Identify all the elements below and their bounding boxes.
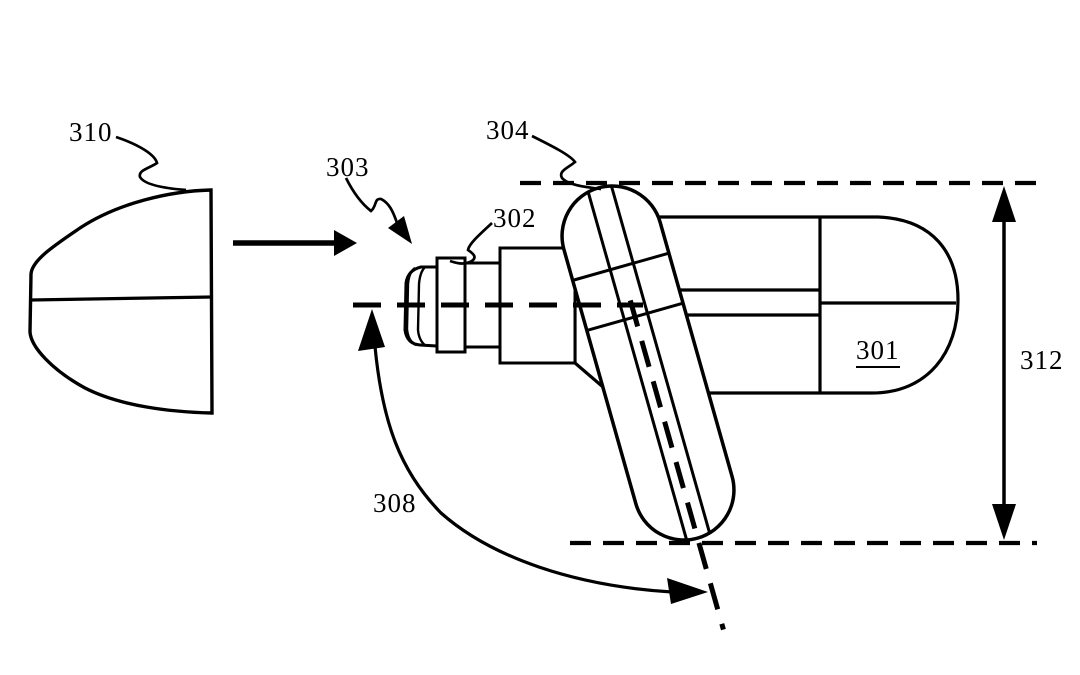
leader-lines	[115, 134, 602, 265]
ref-label-304: 304	[486, 115, 530, 145]
attachment-arrow-head	[334, 230, 357, 256]
leader-310	[115, 135, 187, 192]
ref-label-301: 301	[856, 337, 900, 368]
stem-seam-line-right	[610, 185, 711, 534]
leader-304	[531, 134, 602, 191]
leader-302	[449, 222, 493, 265]
angle-arc-curve	[372, 334, 673, 594]
ear-tip-mid-line	[30, 295, 213, 302]
stem-capsule-drawing	[560, 184, 736, 631]
height-dimension-arrowhead-bottom	[992, 504, 1016, 540]
ear-tip-drawing	[28, 188, 214, 415]
height-dimension-arrow	[992, 186, 1016, 540]
ref-label-310: 310	[69, 117, 113, 147]
height-dimension-arrowhead-top	[992, 186, 1016, 222]
ref-label-308: 308	[373, 488, 417, 518]
attachment-arrow	[233, 230, 357, 256]
ear-tip-outline	[28, 188, 214, 415]
leader-303	[344, 177, 399, 224]
angle-arc-arrowhead-right	[667, 578, 708, 604]
stem-seam-line-left	[586, 192, 688, 540]
ref-label-312: 312	[1020, 345, 1064, 375]
ref-label-302: 302	[493, 203, 537, 233]
leader-303-arrowhead	[388, 216, 412, 244]
stem-axis-dashed-line	[627, 299, 726, 631]
stem-cross-line-upper	[573, 251, 669, 282]
ref-label-303: 303	[326, 152, 370, 182]
angle-arc-arrow	[358, 309, 708, 604]
angle-arc-arrowhead-up	[358, 309, 385, 351]
